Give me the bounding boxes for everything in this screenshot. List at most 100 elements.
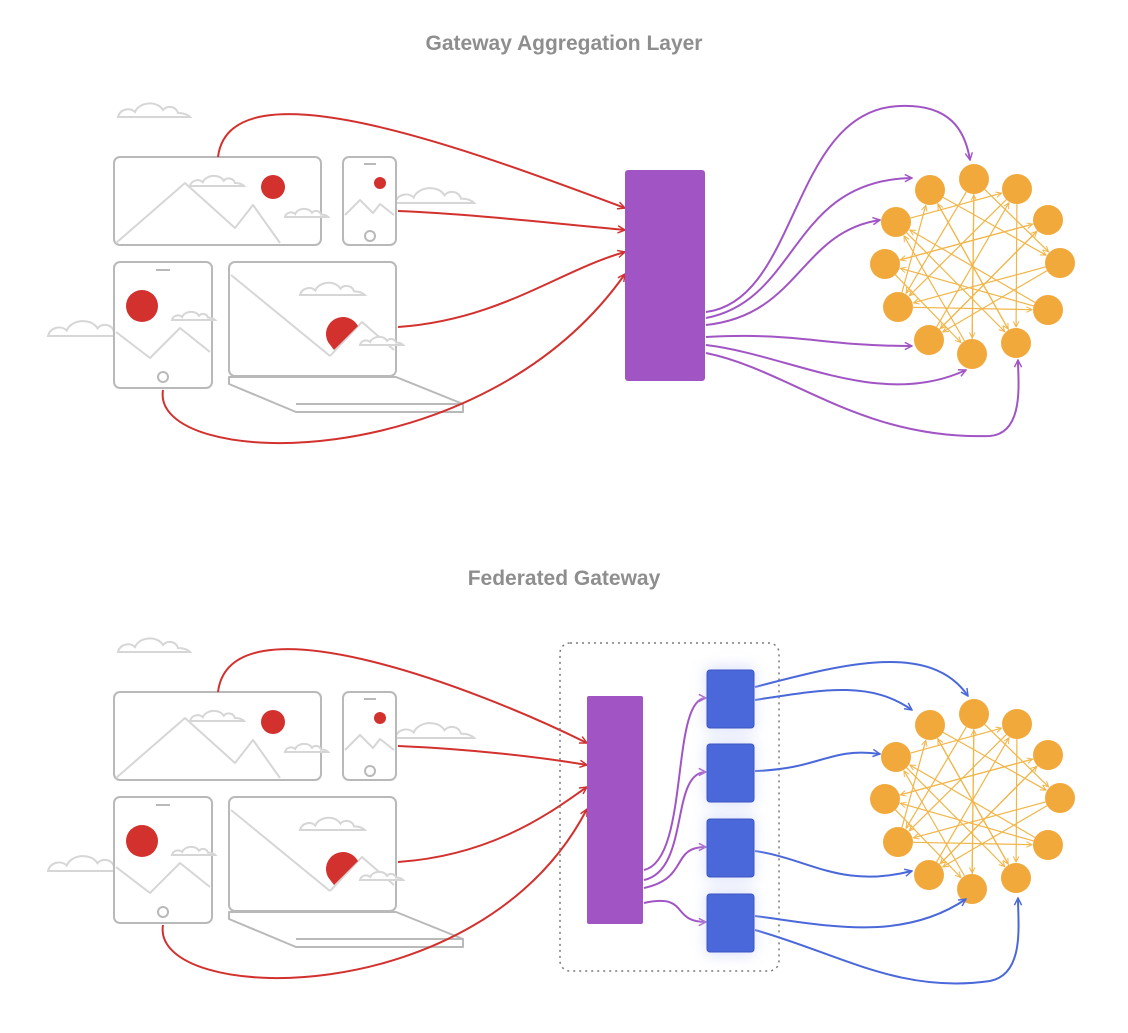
subgraph-service-edge (754, 753, 880, 772)
tablet-frame (113, 796, 213, 924)
router-subgraph-edges (643, 698, 706, 922)
mountain-shape (115, 717, 281, 779)
phone-icon (342, 156, 397, 246)
backend-service-node (883, 827, 913, 857)
subgraph-service (706, 669, 755, 729)
router-subgraph-edge (643, 900, 706, 922)
backend-service-node (1033, 740, 1063, 770)
aggregation-gateway (625, 170, 705, 381)
mountain-shape (344, 199, 395, 216)
mesh-edge (901, 205, 926, 293)
cloud-icon (116, 637, 193, 653)
router-subgraph-edge (643, 698, 706, 871)
sun-shape (374, 177, 386, 189)
sun-shape (126, 290, 158, 322)
mesh-edge (943, 270, 1048, 332)
cloud-icon (358, 870, 406, 881)
backend-service-node (1002, 709, 1032, 739)
client-request-edge (217, 113, 625, 208)
sun-shape (326, 317, 358, 350)
client-request-edge (397, 252, 625, 328)
mesh-edge (936, 737, 1008, 864)
cloud-icon (116, 102, 193, 118)
mesh-edge (939, 231, 1037, 330)
client-request-edge (397, 745, 587, 765)
mountain-shape (115, 327, 211, 359)
backend-service-node (1001, 328, 1031, 358)
backend-service-node (1033, 205, 1063, 235)
subgraph-service-edge (754, 660, 968, 696)
mesh-edge (904, 236, 966, 342)
service-mesh-edges (894, 189, 1048, 343)
mesh-edge (942, 731, 1046, 790)
subgraph-service (706, 893, 755, 953)
cloud-icon (170, 845, 218, 856)
laptop-base (228, 376, 464, 413)
backend-service-node (883, 292, 913, 322)
backend-service-node (870, 784, 900, 814)
cloud-icon (298, 281, 368, 296)
client-request-edge (161, 809, 588, 979)
sun-shape (326, 852, 358, 885)
cloud-icon (188, 709, 247, 722)
client-request-edge (397, 787, 587, 863)
mesh-edge (909, 199, 1007, 296)
sun-shape (261, 175, 285, 199)
client-request-edges (161, 648, 588, 979)
phone-icon (342, 691, 397, 781)
gateway-service-edge (705, 334, 912, 346)
cloud-icon (298, 816, 368, 831)
subgraph-service-edge (754, 689, 912, 710)
cloud-icon (358, 335, 406, 346)
laptop-icon (228, 796, 464, 948)
subgraph-service-edge (754, 899, 966, 929)
mesh-edge (899, 759, 1032, 796)
backend-service-node (1002, 174, 1032, 204)
service-mesh-edges (894, 724, 1048, 878)
backend-service-node (915, 710, 945, 740)
router-subgraph-edge (643, 847, 706, 889)
backend-service-node (881, 207, 911, 237)
cloud-icon (393, 722, 477, 739)
mountain-shape (115, 182, 281, 244)
laptop-icon (228, 261, 464, 413)
tablet-icon (113, 261, 218, 389)
mesh-edge (913, 801, 1046, 838)
backend-service-node (959, 699, 989, 729)
mesh-edge (899, 224, 1032, 261)
backend-service-node (959, 164, 989, 194)
backend-service-node (915, 175, 945, 205)
client-request-edge (161, 274, 625, 444)
mesh-edge (906, 232, 1005, 332)
mesh-edge (900, 268, 1034, 307)
gateway-service-edges (705, 104, 1019, 438)
home-button (157, 906, 169, 918)
cloud-icon (170, 310, 218, 321)
tablet-frame (113, 261, 213, 389)
backend-services (870, 699, 1075, 904)
mountain-shape (115, 862, 211, 894)
mesh-edge (943, 805, 1048, 867)
sun-shape (374, 712, 386, 724)
mesh-edge (894, 274, 960, 343)
desktop-monitor-icon (113, 156, 331, 246)
monitor-frame (113, 691, 322, 781)
gateway-service-edge (705, 178, 912, 319)
mesh-edge (913, 266, 1046, 303)
mountain-shape (344, 734, 395, 751)
mesh-edge (894, 809, 960, 878)
router-subgraph-edge (643, 772, 706, 881)
subgraph-service-edge (754, 898, 1019, 985)
mesh-edge (906, 767, 1005, 867)
tablet-icon (113, 796, 218, 924)
laptop-screen (228, 796, 397, 912)
home-button (157, 371, 169, 383)
laptop-screen (228, 261, 397, 377)
backend-service-node (1001, 863, 1031, 893)
backend-service-node (1033, 295, 1063, 325)
federated-gateway-router (587, 696, 643, 924)
home-button (364, 765, 376, 777)
mesh-edge (1016, 203, 1017, 327)
desktop-monitor-icon (113, 691, 331, 781)
